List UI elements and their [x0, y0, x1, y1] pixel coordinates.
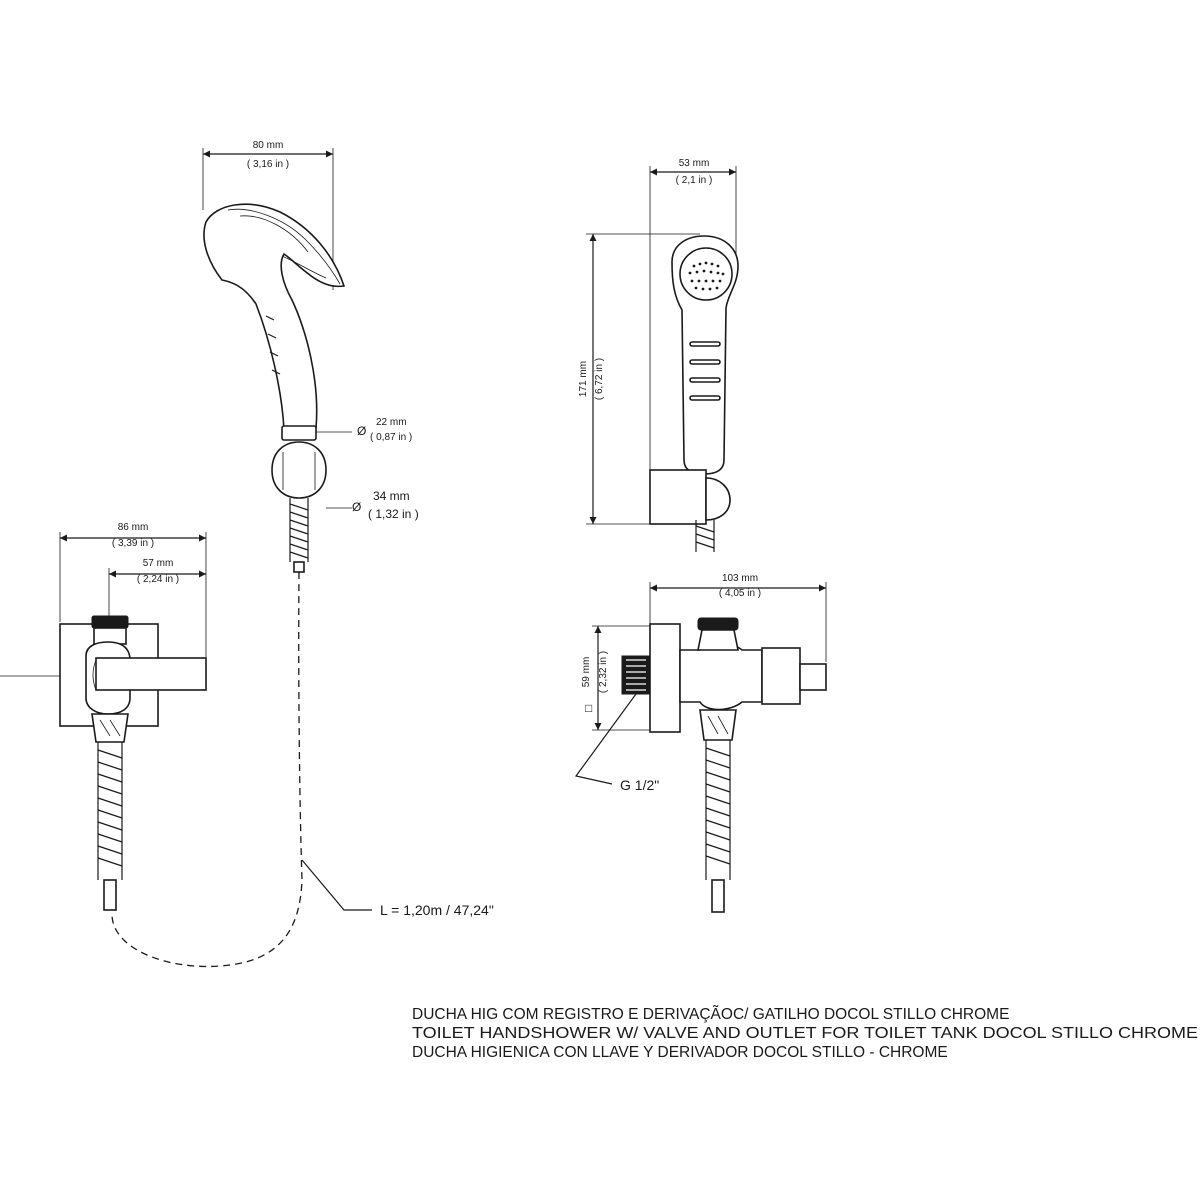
valve-height-mm: 59 mm	[581, 657, 592, 688]
handle-width-mm: 57 mm	[143, 558, 174, 569]
side-lower-fitting	[699, 709, 737, 741]
hose-length-label: L = 1,20m / 47,24"	[380, 902, 494, 918]
valve-height-in: ( 2,32 in )	[598, 651, 609, 693]
square-symbol: □	[585, 701, 592, 715]
head-height-mm: 171 mm	[578, 361, 589, 397]
side-lever-hub	[761, 647, 801, 705]
side-wall-plate	[649, 469, 707, 525]
wall-holder	[271, 441, 327, 499]
valve-lever	[95, 657, 207, 691]
hose-end	[103, 879, 117, 911]
valve-front-view: 86 mm ( 3,39 in ) 57 mm ( 2,24 in )	[0, 522, 207, 911]
top-outlet-thread	[91, 615, 129, 629]
neck-diameter-mm: 22 mm	[376, 417, 407, 428]
handshower-side-view: 53 mm ( 2,1 in ) 171 mm ( 6,72 in )	[578, 158, 739, 552]
side-plate	[649, 623, 681, 733]
side-hose-end	[711, 879, 725, 913]
flex-hose-top	[289, 498, 309, 573]
title-block: DUCHA HIG COM REGISTRO E DERIVAÇÃOC/ GAT…	[412, 1006, 1198, 1061]
side-grip-ridges	[689, 341, 721, 401]
valve-side-width-mm: 103 mm	[722, 573, 758, 584]
holder-diameter-mm: 34 mm	[373, 489, 410, 503]
thread-label: G 1/2"	[620, 777, 659, 793]
title-pt: DUCHA HIG COM REGISTRO E DERIVAÇÃOC/ GAT…	[412, 1006, 1009, 1023]
valve-side-view: 103 mm ( 4,05 in ) 59 mm ( 2,32 in ) □	[574, 573, 827, 913]
head-height-in: ( 6,72 in )	[594, 358, 605, 400]
side-top-outlet	[697, 629, 739, 651]
valve-side-width-in: ( 4,05 in )	[719, 588, 761, 599]
valve-width-mm: 86 mm	[118, 522, 149, 533]
head-width-in: ( 3,16 in )	[247, 159, 289, 170]
spray-head	[203, 203, 346, 431]
side-valve-flex-hose	[705, 740, 731, 913]
holder-diameter-in: ( 1,32 in )	[368, 507, 419, 521]
handshower-front-view: 80 mm ( 3,16 in ) Ø 22 mm ( 0,87 in )	[202, 140, 419, 573]
side-width-mm: 53 mm	[679, 158, 710, 169]
side-flex-hose	[695, 520, 715, 552]
side-valve-body	[679, 641, 763, 711]
valve-flex-hose	[97, 742, 123, 911]
valve-width-in: ( 3,39 in )	[112, 538, 154, 549]
title-en: TOILET HANDSHOWER W/ VALVE AND OUTLET FO…	[412, 1025, 1198, 1042]
neck-collar	[281, 425, 317, 441]
hose-path	[111, 571, 303, 968]
handle-width-in: ( 2,24 in )	[137, 574, 179, 585]
neck-diameter-symbol: Ø	[357, 424, 366, 438]
spray-face	[679, 247, 733, 301]
thread-leader	[574, 693, 637, 785]
lower-fitting	[91, 713, 129, 743]
hose-length-leader	[301, 859, 372, 911]
side-lever-end	[799, 663, 827, 691]
head-width-mm: 80 mm	[253, 140, 284, 151]
side-holder	[705, 477, 731, 521]
spray-nozzles	[688, 261, 725, 291]
neck-diameter-in: ( 0,87 in )	[370, 432, 412, 443]
grip-ridges	[265, 315, 281, 375]
side-width-in: ( 2,1 in )	[676, 175, 713, 186]
threaded-inlet	[621, 655, 651, 695]
side-top-outlet-thread	[697, 617, 739, 631]
holder-diameter-symbol: Ø	[352, 500, 361, 514]
title-es: DUCHA HIGIENICA CON LLAVE Y DERIVADOR DO…	[412, 1044, 948, 1061]
